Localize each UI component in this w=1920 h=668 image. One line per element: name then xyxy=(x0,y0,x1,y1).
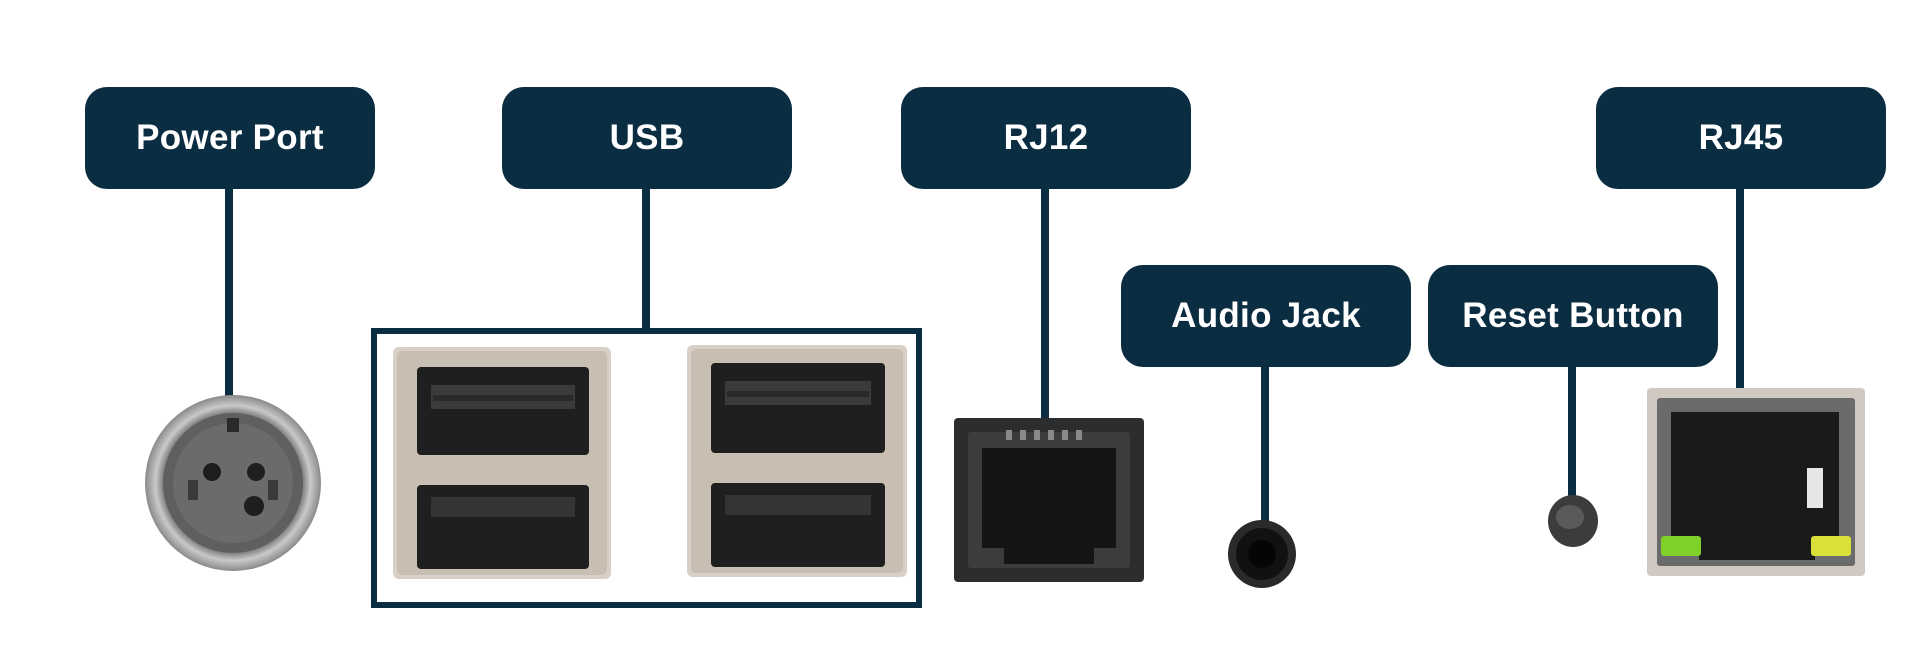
leader-reset-button xyxy=(1568,366,1576,508)
usb-a-port-icon xyxy=(393,347,611,579)
callout-rj12-label: RJ12 xyxy=(1003,118,1089,157)
callout-power-port: Power Port xyxy=(85,87,375,189)
leader-power-port xyxy=(225,188,233,420)
leader-rj12 xyxy=(1041,188,1049,464)
usb-a-port-icon xyxy=(687,345,907,577)
rj12-jack-icon xyxy=(954,418,1144,582)
audio-jack-icon xyxy=(1228,520,1296,588)
callout-reset-button-label: Reset Button xyxy=(1462,296,1684,335)
reset-button-icon xyxy=(1548,495,1598,547)
callout-usb: USB xyxy=(502,87,792,189)
callout-audio-jack: Audio Jack xyxy=(1121,265,1411,367)
callout-reset-button: Reset Button xyxy=(1428,265,1718,367)
callout-audio-jack-label: Audio Jack xyxy=(1171,296,1361,335)
callout-power-port-label: Power Port xyxy=(136,118,324,157)
usb-group-frame xyxy=(371,328,922,608)
leader-rj45 xyxy=(1736,188,1744,420)
leader-audio-jack xyxy=(1261,366,1269,536)
callout-rj45-label: RJ45 xyxy=(1698,118,1784,157)
callout-usb-label: USB xyxy=(609,118,685,157)
leader-usb xyxy=(642,188,650,334)
callout-rj12: RJ12 xyxy=(901,87,1191,189)
mini-din-connector-icon xyxy=(145,395,321,571)
rj45-jack-icon xyxy=(1647,388,1865,576)
callout-rj45: RJ45 xyxy=(1596,87,1886,189)
